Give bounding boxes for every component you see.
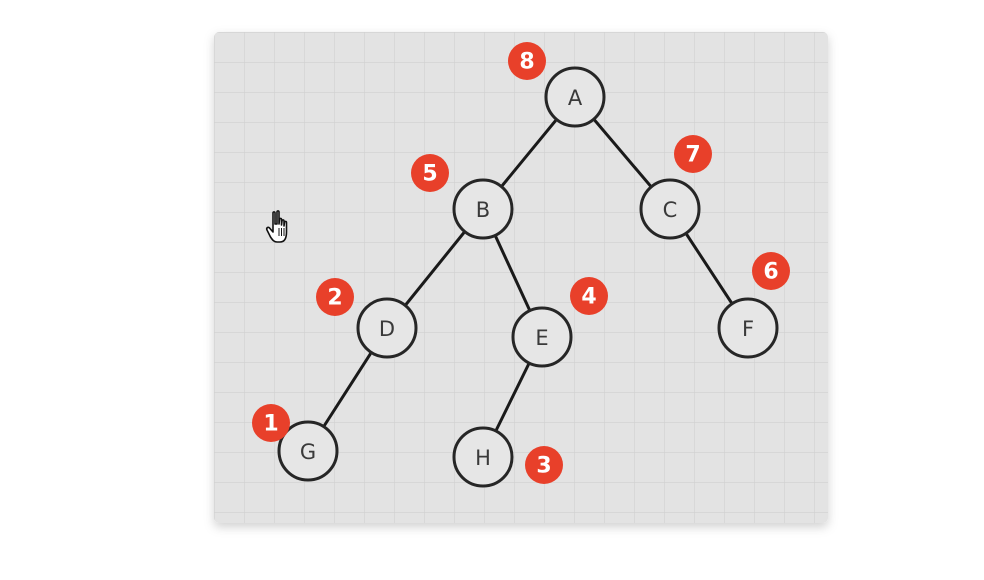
node-circle (452, 426, 514, 488)
tree-nodes: A B C D E F G H (277, 66, 779, 488)
node-circle (452, 178, 514, 240)
badge-label: 2 (327, 286, 342, 311)
node-e[interactable]: E (511, 306, 573, 368)
hand-pointer-icon (265, 210, 288, 243)
node-circle (511, 306, 573, 368)
node-label: D (379, 317, 395, 341)
badge-circle (316, 278, 354, 316)
badge-label: 4 (581, 285, 596, 310)
node-label: F (742, 317, 754, 341)
node-label: H (475, 446, 491, 470)
badge-label: 3 (536, 454, 551, 479)
order-badge-3: 3 (525, 446, 563, 484)
badge-label: 5 (422, 162, 437, 187)
badge-circle (570, 277, 608, 315)
order-badge-1: 1 (252, 404, 290, 442)
node-circle (717, 297, 779, 359)
order-badge-6: 6 (752, 252, 790, 290)
order-badge-7: 7 (674, 135, 712, 173)
node-b[interactable]: B (452, 178, 514, 240)
node-circle (356, 297, 418, 359)
node-g[interactable]: G (277, 420, 339, 482)
order-badge-5: 5 (411, 154, 449, 192)
node-circle (277, 420, 339, 482)
order-badge-8: 8 (508, 42, 546, 80)
node-c[interactable]: C (639, 178, 701, 240)
node-circle (639, 178, 701, 240)
node-label: E (535, 326, 548, 350)
node-label: G (300, 440, 316, 464)
badge-circle (752, 252, 790, 290)
badge-label: 6 (763, 260, 778, 285)
badge-circle (411, 154, 449, 192)
order-badge-4: 4 (570, 277, 608, 315)
badge-label: 7 (685, 143, 700, 168)
node-d[interactable]: D (356, 297, 418, 359)
traversal-order-badges: 1 2 3 4 5 6 7 8 (252, 42, 790, 484)
badge-circle (525, 446, 563, 484)
node-label: C (663, 198, 678, 222)
badge-circle (252, 404, 290, 442)
node-circle (544, 66, 606, 128)
node-f[interactable]: F (717, 297, 779, 359)
node-label: B (476, 198, 490, 222)
node-h[interactable]: H (452, 426, 514, 488)
badge-circle (508, 42, 546, 80)
badge-label: 8 (519, 50, 534, 75)
order-badge-2: 2 (316, 278, 354, 316)
badge-label: 1 (263, 412, 278, 437)
node-a[interactable]: A (544, 66, 606, 128)
badge-circle (674, 135, 712, 173)
node-label: A (568, 86, 583, 110)
